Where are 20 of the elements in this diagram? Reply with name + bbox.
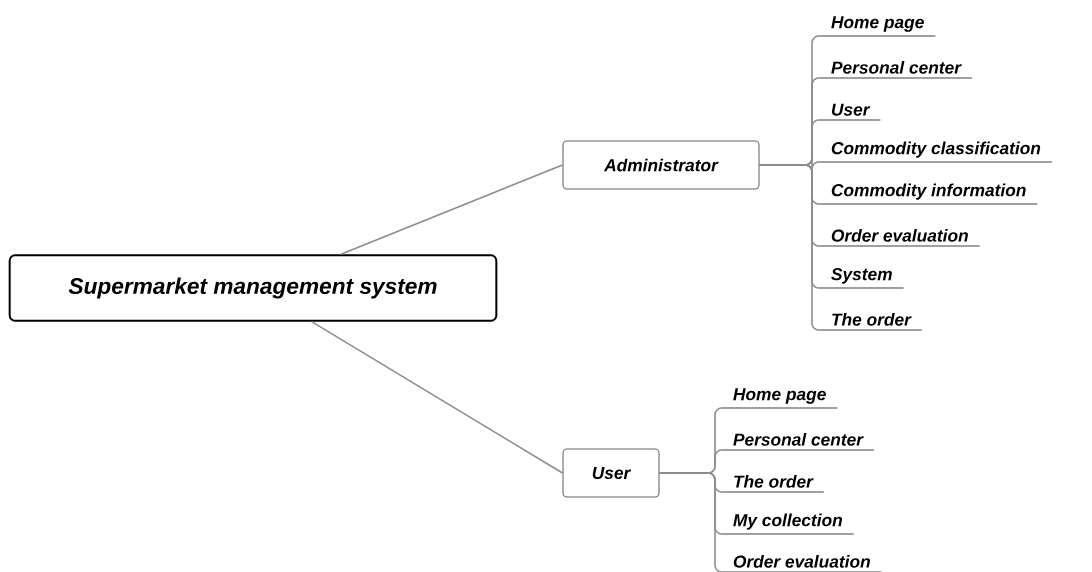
underlined-topic: Personal center (721, 433, 875, 451)
underlined-topic: My collection (721, 513, 855, 535)
underlined-topic: System (819, 268, 905, 289)
underlined-topic: User (819, 103, 882, 121)
root-box: Supermarket management system (8, 254, 498, 322)
underlined-topic: The order (721, 475, 825, 493)
connector-line (310, 320, 564, 474)
branch-box: User (562, 448, 660, 498)
connector-line (340, 164, 564, 256)
underlined-topic: Commodity classification (819, 141, 1053, 163)
underlined-topic: Order evaluation (721, 555, 883, 572)
bracket-line (758, 164, 821, 331)
underlined-topic: Commodity information (819, 183, 1039, 205)
underlined-topic: Personal center (819, 61, 973, 79)
underlined-topic: Home page (819, 16, 937, 37)
underlined-topic: Order evaluation (819, 229, 981, 247)
underlined-topic: Home page (721, 388, 839, 409)
branch-box: Administrator (562, 140, 760, 190)
bracket-line (658, 472, 723, 572)
underlined-topic: The order (819, 313, 923, 331)
